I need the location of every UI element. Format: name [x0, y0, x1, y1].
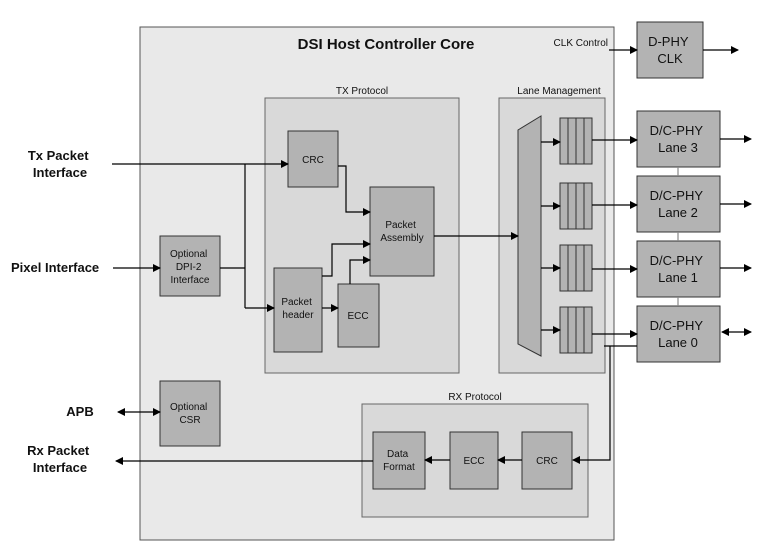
fifo-lane3 — [559, 117, 593, 165]
ecc-tx-label: ECC — [347, 311, 368, 322]
ecc-rx-label: ECC — [463, 456, 484, 467]
phy-lane1-label: D/C-PHY Lane 1 — [650, 253, 707, 285]
crc-tx-block — [287, 130, 339, 188]
phy-lane0-label: D/C-PHY Lane 0 — [650, 318, 707, 350]
rx-protocol-label: RX Protocol — [448, 392, 501, 403]
data-format-label: Data Format — [383, 449, 415, 473]
crc-tx-label: CRC — [302, 155, 324, 166]
clk-control-label: CLK Control — [554, 38, 608, 49]
pixel-interface-label: Pixel Interface — [11, 260, 99, 275]
core-title: DSI Host Controller Core — [298, 36, 475, 53]
dphy-clk-label: D-PHY CLK — [648, 34, 692, 66]
rx-packet-interface-label: Rx Packet Interface — [27, 443, 93, 475]
dphy-clk-block — [636, 21, 704, 79]
tx-packet-interface-label: Tx Packet Interface — [28, 148, 92, 180]
packet-assembly-label: Packet Assembly — [380, 220, 423, 244]
phy-lane1-block — [636, 240, 721, 298]
crc-rx-label: CRC — [536, 456, 558, 467]
fifo-lane1 — [559, 244, 593, 292]
packet-header-block — [273, 267, 323, 353]
phy-lane3-label: D/C-PHY Lane 3 — [650, 123, 707, 155]
dpi-block — [159, 235, 221, 297]
phy-lane2-label: D/C-PHY Lane 2 — [650, 188, 707, 220]
fifo-lane2 — [559, 182, 593, 230]
tx-protocol-label: TX Protocol — [336, 86, 388, 97]
fifo-lane0 — [559, 306, 593, 354]
apb-label: APB — [66, 404, 93, 419]
lane-mux — [517, 115, 542, 357]
packet-header-label: Packet header — [281, 297, 314, 321]
csr-block — [159, 380, 221, 447]
lane-management-label: Lane Management — [517, 86, 601, 97]
data-format-block — [372, 431, 426, 490]
connections — [112, 46, 752, 465]
phy-lane0-block — [636, 305, 721, 363]
ecc-tx-block — [337, 283, 380, 348]
csr-block-label: Optional CSR — [170, 402, 210, 426]
packet-assembly-block — [369, 186, 435, 277]
phy-lane2-block — [636, 175, 721, 233]
phy-lane3-block — [636, 110, 721, 168]
dpi-block-label: Optional DPI-2 Interface — [170, 249, 210, 286]
